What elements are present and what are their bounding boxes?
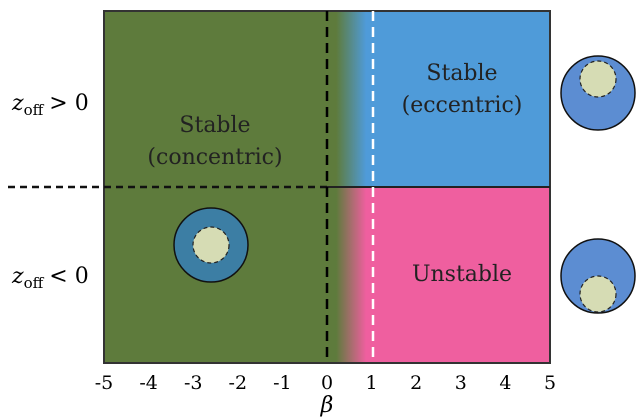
label-unstable: Unstable	[412, 262, 512, 287]
x-tick-label: -4	[139, 372, 158, 394]
row-label-top: zoff> 0	[11, 91, 89, 119]
eccentric-ring-down-icon	[560, 238, 636, 314]
region-unstable	[373, 187, 550, 363]
region-transition-top	[327, 11, 373, 187]
x-tick-label: -1	[273, 372, 292, 394]
region-transition-bottom	[327, 187, 373, 363]
eccentric-ring-up-icon	[560, 55, 636, 131]
x-tick-label: 1	[366, 372, 378, 394]
row-label-bottom: zoff< 0	[11, 264, 89, 292]
label-eccentric-line1: Stable	[426, 61, 497, 86]
x-axis-label: β	[320, 393, 334, 418]
label-eccentric-line2: (eccentric)	[402, 93, 523, 118]
x-tick-label: -3	[184, 372, 203, 394]
x-tick-label: 5	[544, 372, 556, 394]
concentric-ring-icon	[173, 207, 249, 283]
label-concentric-line2: (concentric)	[147, 145, 282, 170]
x-tick-label: 2	[410, 372, 422, 394]
x-tick-label: -5	[95, 372, 114, 394]
x-tick-label: 0	[321, 372, 333, 394]
x-tick-label: -2	[229, 372, 248, 394]
x-tick-label: 4	[499, 372, 511, 394]
label-concentric-line1: Stable	[179, 113, 250, 138]
x-axis-ticks: -5 -4 -3 -2 -1 0 1 2 3 4 5	[95, 372, 556, 394]
x-tick-label: 3	[455, 372, 467, 394]
region-eccentric	[373, 11, 550, 187]
